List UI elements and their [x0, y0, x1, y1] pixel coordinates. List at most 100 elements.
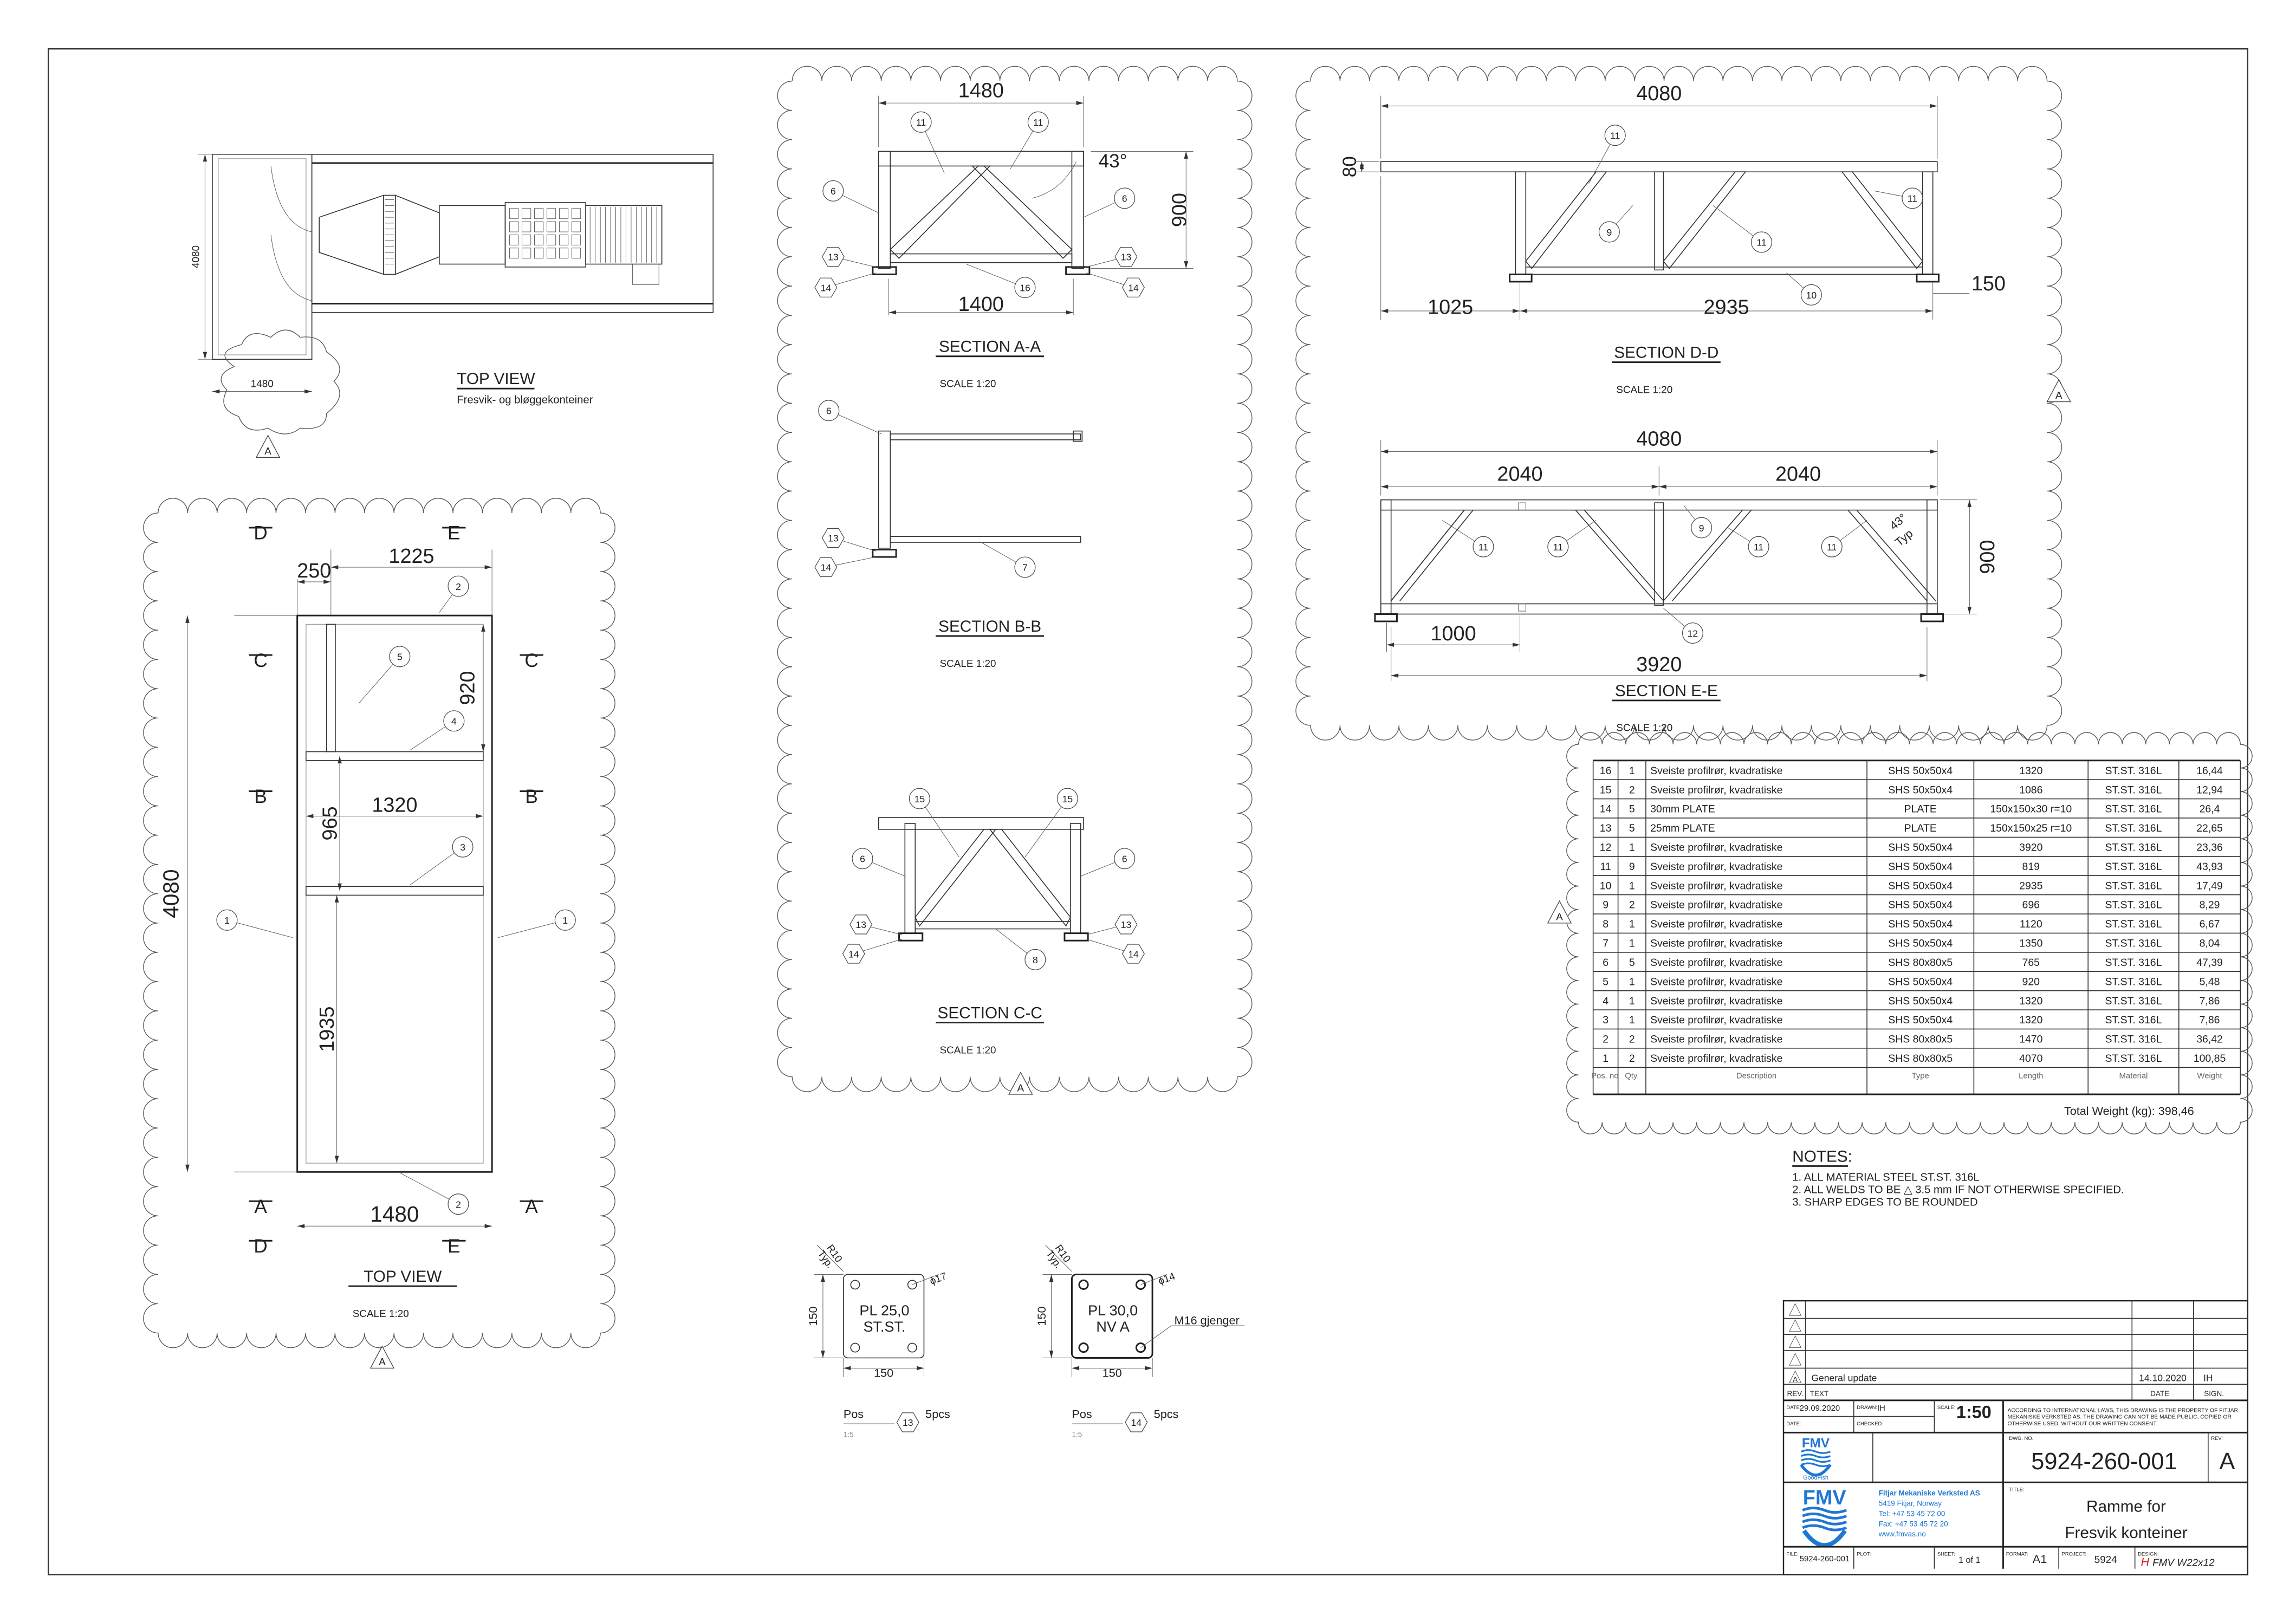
item-balloon-hex — [814, 557, 838, 578]
parts-cell: Sveiste profilrør, kvadratiske — [1650, 995, 1782, 1007]
balloon-number: 13 — [1121, 252, 1132, 263]
balloon-number: 3 — [460, 842, 465, 853]
parts-cell: 1 — [1629, 918, 1635, 930]
fmv-logo-small: FMV — [1802, 1436, 1830, 1450]
balloon-number: 7 — [1022, 562, 1028, 573]
drawing-title: Fresvik konteiner — [2065, 1524, 2187, 1542]
item-balloon — [1800, 284, 1822, 306]
quantity: 5pcs — [1154, 1407, 1179, 1420]
leg — [878, 151, 891, 269]
section-mark: E — [447, 1236, 460, 1257]
column-header: TEXT — [1810, 1390, 1829, 1398]
line — [410, 846, 463, 885]
logo-wave — [1802, 1507, 1847, 1514]
parts-cell: 47,39 — [2196, 957, 2223, 969]
balloon-number: 13 — [855, 919, 866, 930]
dimension-text: 1000 — [1430, 622, 1476, 645]
leg — [1922, 171, 1934, 275]
item-balloon-hex — [814, 277, 838, 297]
table-bg — [1593, 756, 2241, 1094]
grid-cell — [559, 221, 569, 232]
parts-cell: 1 — [1603, 1053, 1609, 1065]
grid-cell — [534, 248, 544, 259]
column-header: Material — [2119, 1072, 2148, 1081]
view-title: SECTION E-E — [1615, 682, 1718, 700]
column-header: Qty. — [1625, 1072, 1639, 1081]
sheet-number: 1 of 1 — [1958, 1555, 1981, 1565]
bolt-hole — [850, 1342, 860, 1353]
label: DWG. NO. — [2009, 1436, 2033, 1442]
item-balloon-hex — [1121, 277, 1145, 297]
top-beam — [890, 433, 1081, 440]
base-plate — [1063, 932, 1089, 942]
arrowhead — [1049, 1274, 1054, 1282]
view-scale: SCALE 1:20 — [1616, 723, 1672, 734]
plate-marking: NV A — [1096, 1319, 1130, 1335]
plate-marking: PL 25,0 — [859, 1302, 909, 1319]
revision-triangle — [1789, 1353, 1802, 1366]
notes-title: NOTES: — [1792, 1147, 1852, 1165]
revision-triangle — [1789, 1303, 1802, 1316]
parts-cell: Sveiste profilrør, kvadratiske — [1650, 1034, 1782, 1046]
legal-notice: MEKANISKE VERKSTED AS. THE DRAWING CAN N… — [2008, 1415, 2232, 1420]
label: SCALE: — [1937, 1405, 1956, 1411]
dimension-text: 4080 — [159, 870, 184, 918]
item-balloon — [1604, 125, 1626, 146]
parts-cell: Sveiste profilrør, kvadratiske — [1650, 861, 1782, 873]
balloon-number: 13 — [828, 533, 839, 544]
grid-cell — [509, 248, 519, 259]
design-mark: H — [2141, 1555, 2150, 1568]
revision-date: 14.10.2020 — [2139, 1373, 2187, 1384]
parts-cell: SHS 50x50x4 — [1888, 842, 1953, 854]
parts-cell: ST.ST. 316L — [2105, 822, 2162, 834]
view-scale: SCALE 1:20 — [1616, 384, 1672, 395]
arrowhead — [203, 352, 207, 360]
item-balloon — [1024, 949, 1046, 970]
dimension-text: 4080 — [191, 245, 202, 268]
cleat — [1518, 604, 1526, 612]
plate-outline — [843, 1274, 925, 1359]
parts-cell: 43,93 — [2196, 861, 2223, 873]
item-balloon — [1114, 848, 1136, 870]
section-mark: A — [525, 1196, 538, 1217]
parts-cell: 1120 — [2020, 918, 2042, 930]
drawing-scale: 1:50 — [1956, 1402, 1992, 1422]
item-balloon — [1547, 536, 1569, 557]
arrowhead — [1359, 161, 1364, 169]
label: DESIGN: — [2138, 1551, 2159, 1557]
arrowhead — [1967, 499, 1972, 508]
view-marker-triangle — [1547, 900, 1572, 924]
view-title: TOP VIEW — [457, 370, 535, 388]
hopper — [319, 194, 384, 275]
arrowhead — [185, 615, 190, 623]
bolt-hole — [1078, 1279, 1089, 1290]
dimension-text: 150 — [1102, 1366, 1122, 1380]
parts-cell: 7 — [1603, 938, 1609, 950]
base-plate — [1374, 613, 1398, 622]
item-balloon-hex — [1114, 914, 1138, 935]
parts-cell: 100,85 — [2194, 1053, 2226, 1065]
grid-cell — [571, 248, 581, 259]
view-scale: SCALE 1:20 — [940, 1044, 996, 1056]
parts-cell: ST.ST. 316L — [2105, 803, 2162, 815]
label: DATE: — [1786, 1405, 1801, 1411]
parts-cell: Sveiste profilrør, kvadratiske — [1650, 1053, 1782, 1065]
line — [398, 1171, 459, 1205]
column-header: REV. — [1787, 1390, 1803, 1398]
item-balloon-hex — [1114, 246, 1138, 267]
line — [1575, 510, 1655, 601]
view-scale: SCALE 1:20 — [940, 658, 996, 670]
item-balloon — [452, 836, 474, 858]
balloon-number: 16 — [1020, 283, 1030, 294]
parts-cell: 1086 — [2019, 784, 2042, 796]
balloon-number: 11 — [1756, 237, 1766, 248]
diagonal-15 — [989, 828, 1071, 927]
parts-cell: 1 — [1629, 1014, 1635, 1026]
arrowhead — [1386, 643, 1395, 647]
view-scale: SCALE 1:20 — [940, 379, 996, 390]
